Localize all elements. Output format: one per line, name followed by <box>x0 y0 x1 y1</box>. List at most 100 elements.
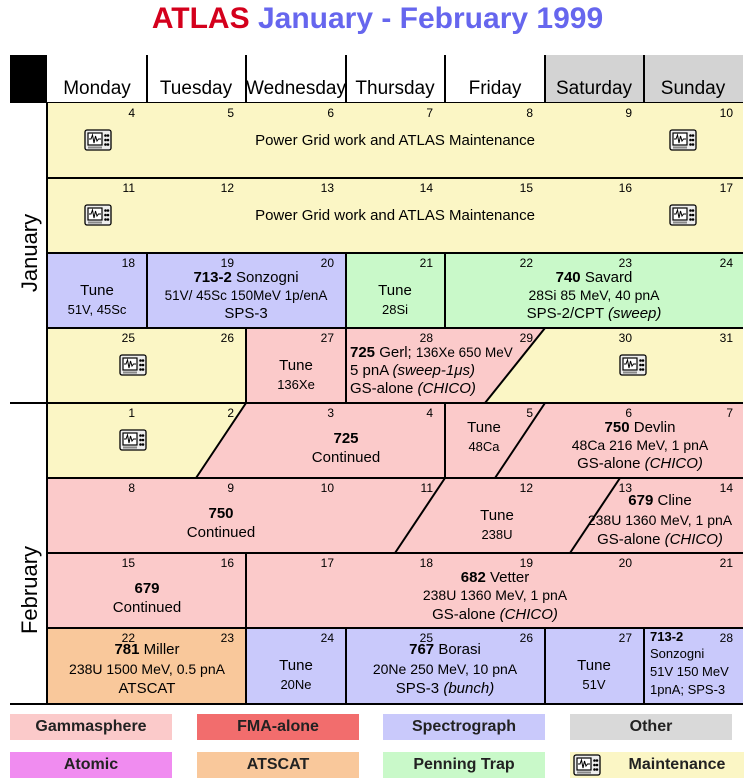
legend-spectrograph: Spectrograph <box>383 714 545 740</box>
date-number: 24 <box>720 256 734 270</box>
system-name: GS-alone <box>432 606 495 623</box>
legend-atomic: Atomic <box>10 752 172 778</box>
oscilloscope-maintenance-icon <box>84 204 112 226</box>
date-number: 6 <box>327 106 334 120</box>
date-number: 5 <box>227 106 234 120</box>
event-text: 28Si <box>382 302 408 317</box>
detector-name: (CHICO) <box>645 455 703 472</box>
experiment-id: 767 <box>409 641 434 658</box>
date-number: 27 <box>321 331 335 345</box>
event-text: Tune <box>279 357 313 374</box>
date-number: 7 <box>726 406 733 420</box>
event-text: 238U 1360 MeV, 1 pnA <box>588 512 733 528</box>
legend-fma-alone: FMA-alone <box>197 714 359 740</box>
experiment-id: 781 <box>114 641 139 658</box>
experiment-block <box>47 628 246 703</box>
event-text: Continued <box>113 599 181 616</box>
event-text: Sonzogni <box>650 646 704 661</box>
date-number: 9 <box>625 106 632 120</box>
date-number: 28 <box>420 331 434 345</box>
experiment-title: 679 Cline <box>628 492 691 509</box>
event-text: 51V 150 MeV <box>650 664 729 679</box>
date-number: 26 <box>221 331 235 345</box>
experiment-block <box>445 253 743 328</box>
experiment-id: 682 <box>461 569 486 586</box>
day-header-friday: Friday <box>469 78 522 99</box>
event-text: 48Ca 216 MeV, 1 pnA <box>572 437 709 453</box>
beam-current: 5 pnA <box>350 362 389 379</box>
event-text: Tune <box>577 657 611 674</box>
experiment-system: GS-alone (CHICO) <box>432 606 558 623</box>
oscilloscope-maintenance-icon <box>573 754 601 776</box>
date-number: 21 <box>720 556 734 570</box>
event-text: Tune <box>480 507 514 524</box>
date-number: 20 <box>321 256 335 270</box>
maintenance-block <box>47 103 743 178</box>
day-header-monday: Monday <box>63 78 131 99</box>
date-number: 15 <box>520 181 534 195</box>
date-number: 4 <box>426 406 433 420</box>
page-title: ATLAS January - February 1999 <box>0 2 755 36</box>
experiment-id: 740 <box>556 269 581 286</box>
experiment-title: 725 Gerl; 136Xe 650 MeV <box>350 344 513 361</box>
date-number: 17 <box>321 556 335 570</box>
date-number: 23 <box>619 256 633 270</box>
tune-block <box>346 253 445 328</box>
date-number: 16 <box>619 181 633 195</box>
date-number: 19 <box>520 556 534 570</box>
date-number: 26 <box>520 631 534 645</box>
event-text: 238U 1500 MeV, 0.5 pnA <box>69 661 226 677</box>
experiment-pi: Devlin <box>634 419 676 436</box>
date-number: 18 <box>122 256 136 270</box>
legend-atscat: ATSCAT <box>197 752 359 778</box>
event-text: 48Ca <box>468 439 500 454</box>
date-number: 15 <box>122 556 136 570</box>
experiment-block <box>147 253 346 328</box>
day-header-wednesday: Wednesday <box>246 78 346 99</box>
event-text: Power Grid work and ATLAS Maintenance <box>255 207 535 224</box>
date-number: 10 <box>720 106 734 120</box>
detector-name: (CHICO) <box>665 531 723 548</box>
experiment-system: GS-alone (CHICO) <box>577 455 703 472</box>
event-text: 1pnA; SPS-3 <box>650 682 725 697</box>
experiment-title: 740 Savard <box>556 269 633 286</box>
experiment-pi: Vetter <box>490 569 529 586</box>
oscilloscope-maintenance-icon <box>119 354 147 376</box>
experiment-system: GS-alone (CHICO) <box>597 531 723 548</box>
tune-block <box>246 328 346 403</box>
system-name: GS-alone <box>350 380 413 397</box>
event-text: Tune <box>279 657 313 674</box>
experiment-system: GS-alone (CHICO) <box>350 380 476 397</box>
date-number: 13 <box>619 481 633 495</box>
date-number: 25 <box>122 331 136 345</box>
date-number: 1 <box>128 406 135 420</box>
experiment-system: SPS-3 (bunch) <box>396 680 494 697</box>
date-number: 22 <box>520 256 534 270</box>
experiment-pi: Miller <box>144 641 180 658</box>
legend-gammasphere: Gammasphere <box>10 714 172 740</box>
experiment-pi: Savard <box>585 269 633 286</box>
date-number: 19 <box>221 256 235 270</box>
event-text: Power Grid work and ATLAS Maintenance <box>255 132 535 149</box>
experiment-title: 713-2 Sonzogni <box>193 269 298 286</box>
experiment-pi: Cline <box>658 492 692 509</box>
experiment-current: 5 pnA (sweep-1μs) <box>350 362 475 379</box>
date-number: 14 <box>420 181 434 195</box>
date-number: 29 <box>520 331 534 345</box>
oscilloscope-maintenance-icon <box>669 129 697 151</box>
title-period: January - February 1999 <box>257 2 604 35</box>
date-number: 12 <box>520 481 534 495</box>
experiment-beam: 136Xe 650 MeV <box>416 345 513 360</box>
event-text: 679 <box>134 580 159 597</box>
day-header-tuesday: Tuesday <box>160 78 233 99</box>
event-text: 238U <box>481 527 512 542</box>
event-text: Continued <box>187 524 255 541</box>
date-number: 30 <box>619 331 633 345</box>
event-text: 20Ne 250 MeV, 10 pnA <box>373 661 518 677</box>
oscilloscope-maintenance-icon <box>119 429 147 451</box>
system-name: GS-alone <box>597 531 660 548</box>
day-header-sunday: Sunday <box>661 78 726 99</box>
system-mode: (bunch) <box>443 680 494 697</box>
experiment-id: 679 <box>628 492 653 509</box>
date-number: 11 <box>421 481 434 495</box>
